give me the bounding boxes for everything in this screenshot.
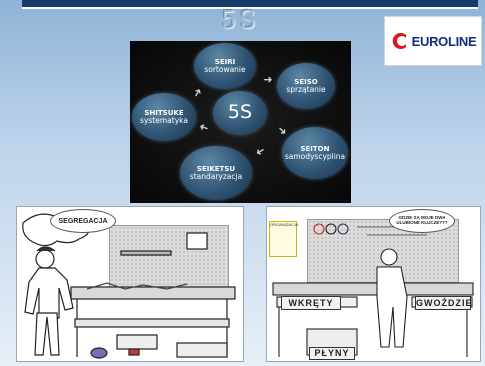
bubble-seiton: SEITON samodyscyplina <box>282 127 348 179</box>
bubble-seiton-sub: samodyscyplina <box>284 151 346 161</box>
bubble-seiso: SEISO sprzątanie <box>277 63 335 109</box>
euroline-logo: EUROLINE <box>384 16 482 66</box>
bubble-shitsuke-head: SHITSUKE <box>144 108 184 117</box>
bubble-seiketsu-sub: standaryzacja <box>189 171 243 181</box>
bin-label: GWOŹDZIE <box>415 296 473 310</box>
logo-text: EUROLINE <box>411 33 477 49</box>
bubble-seiton-head: SEITON <box>300 144 330 153</box>
arrow-up-icon: ➜ <box>189 85 206 100</box>
segregation-illustration: SEGREGACJA <box>16 206 244 362</box>
bubble-center: 5S <box>213 91 267 135</box>
organization-illustration: ORGANIZACJA GDZIE SĄ MOJE DWA ULUBIONE K… <box>266 206 481 362</box>
arrow-left-icon: ➜ <box>197 119 211 136</box>
bubble-seiketsu: SEIKETSU standaryzacja <box>180 146 252 200</box>
bubble-seiri: SEIRI sortowanie <box>194 43 256 89</box>
drawer-label: WKRĘTY <box>281 296 341 310</box>
segregation-scene-icon <box>22 213 236 359</box>
shelf-label: PŁYNY <box>309 347 355 360</box>
header-bar <box>22 0 478 7</box>
shadow-board-panel: ORGANIZACJA <box>269 221 299 257</box>
bubble-seiri-sub: sortowanie <box>204 64 246 74</box>
arrow-down-left-icon: ➜ <box>253 143 268 160</box>
header-bar-stripe <box>22 7 478 9</box>
organization-scene-icon <box>272 223 474 357</box>
segregation-speech-bubble: SEGREGACJA <box>50 209 116 233</box>
bubble-shitsuke: SHITSUKE systematyka <box>132 93 196 141</box>
bubble-seiso-sub: sprzątanie <box>286 84 326 94</box>
bubble-seiri-head: SEIRI <box>214 57 236 66</box>
logo-mark-icon <box>392 33 406 49</box>
bubble-seiso-head: SEISO <box>294 77 318 86</box>
tool-pegboard <box>109 225 229 291</box>
keys-speech-bubble: GDZIE SĄ MOJE DWA ULUBIONE KLUCZE??? <box>389 209 455 233</box>
bubble-shitsuke-sub: systematyka <box>140 115 188 125</box>
bubble-seiketsu-head: SEIKETSU <box>196 164 236 173</box>
5s-cycle-diagram: SEIRI sortowanie SEISO sprzątanie SEITON… <box>130 41 351 203</box>
slide-title: 5S <box>221 6 259 34</box>
shadow-board-label: ORGANIZACJA <box>270 222 299 227</box>
center-label: 5S <box>227 101 253 124</box>
arrow-right-icon: ➜ <box>263 73 273 86</box>
